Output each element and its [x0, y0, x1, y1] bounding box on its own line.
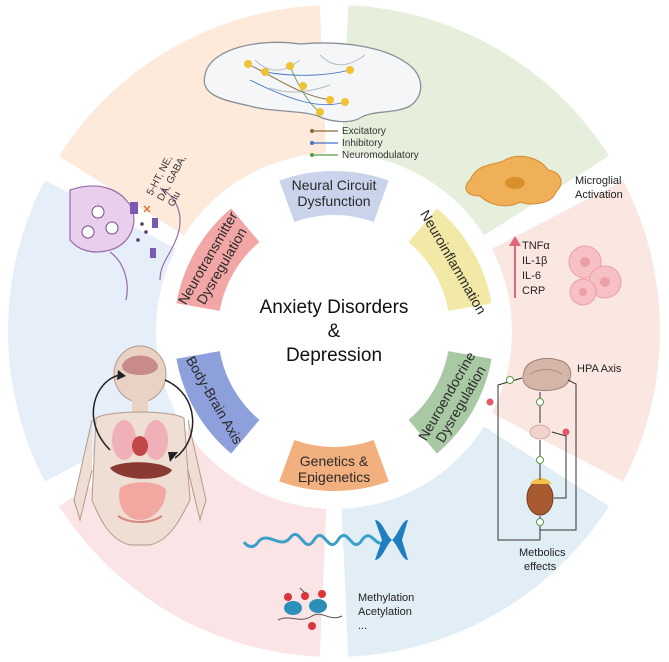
marker-crp: CRP: [522, 285, 545, 297]
dna-coil-illustration: [242, 532, 388, 548]
band-label-line2: Dysfunction: [297, 193, 370, 209]
bidirectional-arrows-icon: [92, 370, 194, 462]
band-1: [279, 171, 389, 222]
cell-cluster-illustration: [568, 245, 622, 306]
sector-genetics: [491, 180, 660, 482]
legend-excitatory: Excitatory: [342, 126, 386, 137]
synapse-illustration: [69, 185, 181, 301]
microglial-label-line1: Microglial: [575, 175, 621, 187]
up-arrow-icon: [509, 236, 521, 298]
center-title-line2: &: [328, 321, 341, 342]
marker-tnf: TNFα: [522, 240, 550, 252]
center-circle: [226, 223, 442, 439]
human-body-illustration: [73, 345, 207, 546]
microglial-label-line2: Activation: [575, 189, 623, 201]
center-title-line3: Depression: [286, 345, 382, 366]
metabolic-label-line1: Metbolics: [519, 547, 566, 559]
band-6: [176, 208, 260, 311]
middle-bands: [176, 171, 492, 492]
microglia-illustration: [465, 155, 562, 207]
legend-inhibitory: Inhibitory: [342, 138, 383, 149]
hpa-axis-label: HPA Axis: [577, 363, 622, 375]
ellipsis-label: ...: [358, 620, 367, 632]
band-label-line1: Neural Circuit: [292, 177, 377, 193]
marker-il1b: IL-1β: [522, 255, 547, 267]
band-4: [279, 440, 389, 492]
band-2: [408, 208, 492, 311]
hpa-axis-illustration: [486, 358, 577, 541]
brain-circuit-illustration: [203, 41, 422, 123]
band-label-4: Genetics &Epigenetics: [298, 453, 370, 485]
legend-neuromodulatory: Neuromodulatory: [342, 150, 419, 161]
band-label-line2: Epigenetics: [298, 469, 370, 485]
center-title-line1: Anxiety Disorders: [260, 297, 409, 318]
nucleosome-illustration: [277, 587, 343, 630]
metabolic-label-line2: effects: [524, 561, 557, 573]
circuit-legend: Excitatory Inhibitory Neuromodulatory: [310, 126, 419, 161]
chromosome-icon: [375, 520, 408, 560]
band-3: [408, 351, 492, 454]
acetylation-label: Acetylation: [358, 606, 412, 618]
band-5: [176, 351, 260, 454]
sector-neuroendocrine: [341, 5, 609, 236]
marker-il6: IL-6: [522, 270, 541, 282]
methylation-label: Methylation: [358, 592, 414, 604]
band-label-line1: Genetics &: [300, 453, 369, 469]
